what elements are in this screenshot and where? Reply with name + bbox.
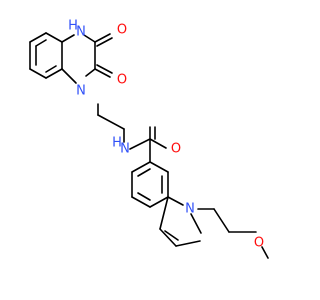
atom-label-n-indole: N	[185, 202, 195, 217]
molecule-structure-diagram: O O H N N H N O N O	[29, 19, 269, 259]
atom-label-n-ring: N	[76, 84, 86, 99]
atom-label-nh-amide-h: H	[112, 136, 122, 151]
atom-label-nh-top-h: H	[68, 19, 78, 34]
atom-label-o-mid: O	[117, 73, 127, 88]
atom-label-n-amide: N	[120, 142, 130, 157]
atom-label-o-amide: O	[171, 142, 181, 157]
bond-lines	[29, 32, 269, 259]
atom-label-o-top: O	[117, 23, 127, 38]
atom-label-n-top: N	[76, 25, 86, 40]
atom-label-o-ether: O	[254, 236, 264, 251]
atom-labels: O O H N N H N O N O	[68, 19, 264, 251]
